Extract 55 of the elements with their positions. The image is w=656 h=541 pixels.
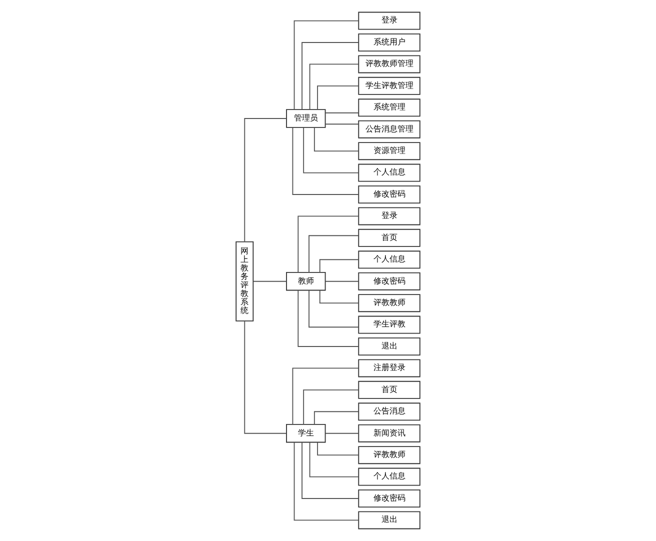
connector [324,112,359,114]
connector [324,124,359,125]
connector [303,389,360,425]
connector [298,216,359,273]
node-box: 评教教师 [358,294,420,312]
connector [292,368,359,425]
node-box: 登录 [358,207,420,226]
node-box: 修改密码 [358,272,420,290]
node-box: 登录 [358,12,420,30]
node-box: 学生评教 [358,316,420,334]
connector [308,290,359,328]
connector [303,127,360,174]
node-box: 注册登录 [358,359,420,378]
connector [252,280,287,282]
node-box: 个人信息 [358,468,420,486]
node-box: 首页 [358,380,420,399]
connector [292,127,359,195]
connector [317,442,359,456]
node-box: 退出 [358,511,420,530]
connector [298,290,359,347]
connector [319,290,360,304]
node-box: 系统管理 [358,98,420,117]
connector [302,42,359,110]
node-box: 修改密码 [358,186,420,204]
node-box: 管理员 [286,109,326,128]
connector [324,432,359,434]
connector [314,411,360,425]
connector [302,442,359,499]
connector [244,118,287,242]
node-box: 网上教务评教系统 [236,241,254,322]
node-box: 公告消息管理 [358,120,420,138]
connector [308,235,359,273]
connector [319,259,360,273]
node-box: 学生 [286,424,326,443]
node-box: 新闻资讯 [358,424,420,442]
connector [294,20,359,110]
connector [244,320,287,434]
connector [294,442,359,521]
node-box: 教师 [286,272,326,291]
node-box: 评教教师 [358,446,420,464]
node-box: 公告消息 [358,402,420,421]
connector [317,85,359,110]
node-box: 个人信息 [358,164,420,182]
node-box: 评教教师管理 [358,55,420,74]
node-box: 退出 [358,338,420,356]
node-box: 学生评教管理 [358,76,420,95]
node-box: 资源管理 [358,142,420,160]
node-box: 个人信息 [358,250,420,269]
connector [324,280,359,282]
connector [314,127,360,152]
node-box: 修改密码 [358,490,420,508]
connector [309,64,359,110]
node-box: 系统用户 [358,34,420,52]
connector [309,442,359,478]
node-box: 首页 [358,228,420,247]
